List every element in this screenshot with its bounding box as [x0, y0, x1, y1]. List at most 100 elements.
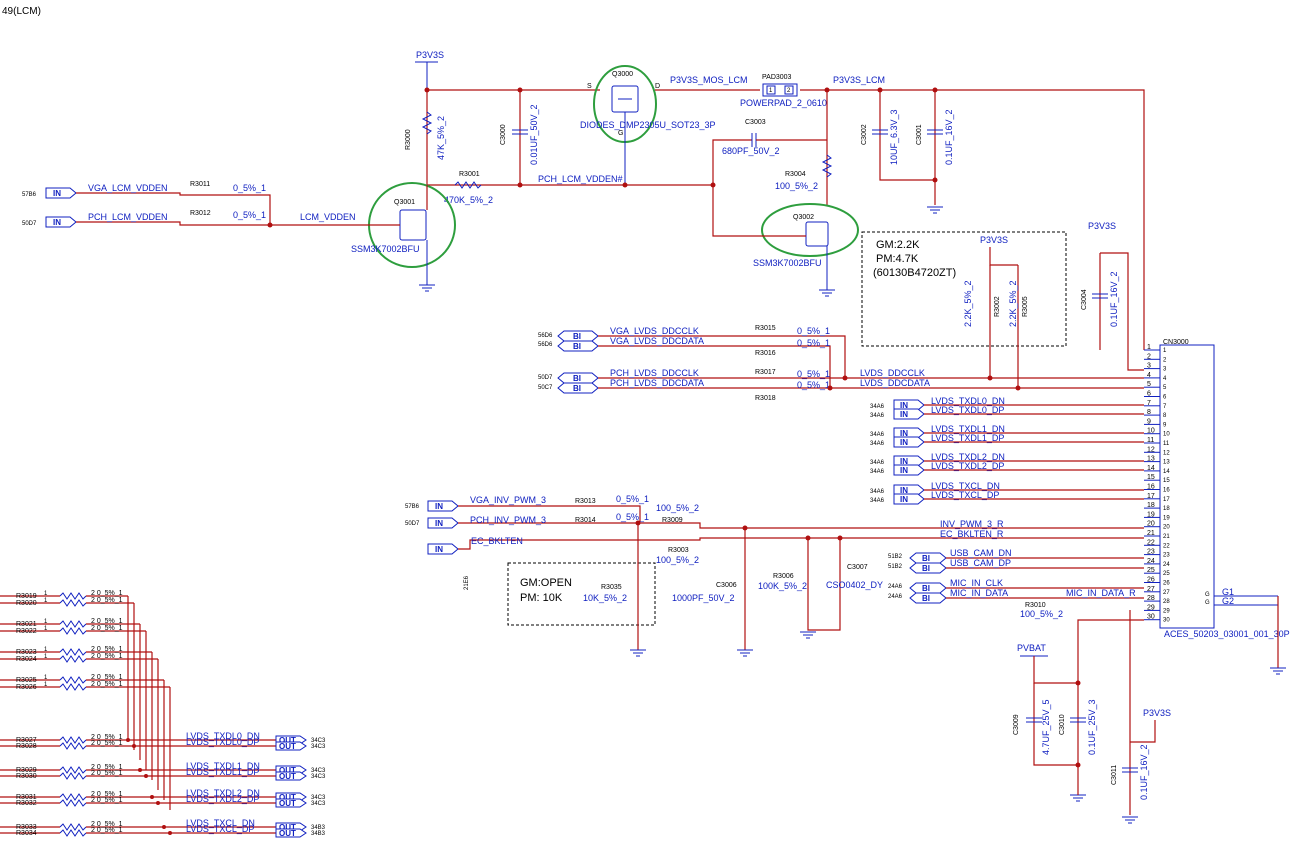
cn3000-pin-label: 8 — [1147, 409, 1151, 416]
lvds-in-net-label: LVDS_TXCL_DN — [931, 481, 1000, 491]
page-ref-usb-dp: 51B2 — [888, 564, 903, 570]
cn3000-pin-label: 18 — [1147, 502, 1155, 509]
lvds-out-ref: R3030 — [16, 773, 37, 780]
c3010-value: 0.1UF_25V_3 — [1087, 699, 1097, 755]
cn3000-pin-label: 15 — [1147, 474, 1155, 481]
jumper-row-value: 2 0_5%_1 — [91, 681, 123, 688]
net-lcm-vdden: LCM_VDDEN — [300, 212, 356, 222]
cn3000-pin-inner-label: 10 — [1163, 432, 1170, 438]
wire-c3011-rail — [1130, 720, 1156, 743]
usb-mic-section: 51B2 51B2 BI BI USB_CAM_DN USB_CAM_DP 24… — [888, 548, 1144, 619]
lvds-in-port-label: IN — [900, 495, 908, 504]
lvds-out-page-ref: 34C3 — [311, 801, 326, 807]
lvds-in-net-label: LVDS_TXDL0_DN — [931, 396, 1005, 406]
lvds-out-port-label: OUT — [279, 829, 296, 838]
net-pch-lcm-vdden-hash: PCH_LCM_VDDEN# — [538, 174, 623, 184]
jumper-row-resistor — [59, 655, 87, 663]
c3007-ref: C3007 — [847, 564, 868, 571]
jumper-row-pin1: 1 — [44, 682, 48, 688]
junction-r3002-bottom — [987, 375, 993, 381]
page-ref-ec-bklten: 21E6 — [464, 575, 470, 590]
cn3000-pin-label: 12 — [1147, 446, 1155, 453]
port-bi-mic-clk-label: BI — [922, 584, 930, 593]
r3035-value: 10K_5%_2 — [583, 593, 627, 603]
lvds-out-port-label: OUT — [279, 772, 296, 781]
junction-c3006 — [742, 525, 748, 531]
junction-pvbat — [1075, 680, 1081, 686]
lvds-out-junction — [126, 738, 130, 742]
lvds-in-page-ref: 34A6 — [870, 413, 885, 419]
junction-pvbat-gnd — [1075, 762, 1081, 768]
r3017-value: 0_5%_1 — [797, 369, 830, 379]
net-lvds-ddcdata: LVDS_DDCDATA — [860, 378, 930, 388]
lvds-out-resistor — [59, 772, 87, 780]
net-mic-in-data-r: MIC_IN_DATA_R — [1066, 588, 1136, 598]
cn3000-part: ACES_50203_03001_001_30P — [1164, 629, 1290, 639]
jumper-row-ref: R3022 — [16, 628, 37, 635]
lvds-out-net-label: LVDS_TXDL1_DN — [186, 761, 260, 771]
lvds-out-value: 2 0_5%_1 — [91, 740, 123, 747]
pvbat-label: PVBAT — [1017, 643, 1046, 653]
wire-r3006-c3007 — [807, 538, 841, 631]
r3001-ref: R3001 — [459, 171, 480, 178]
q3002-symbol — [805, 221, 829, 247]
lvds-out-resistor — [59, 829, 87, 837]
p3v3s-label-c3011: P3V3S — [1143, 708, 1171, 718]
port-bi-vga-ddcclk-label: BI — [573, 332, 581, 341]
cn3000-pin-label: 5 — [1147, 381, 1151, 388]
cn3000-pin-inner-label: 22 — [1163, 543, 1170, 549]
lvds-out-net-label: LVDS_TXDL2_DP — [186, 794, 259, 804]
lvds-in-port — [893, 484, 925, 496]
cn3000-pin-inner-label: 6 — [1163, 395, 1167, 401]
cn3000-pin-inner-label: 19 — [1163, 515, 1170, 521]
cn3000-pin-inner-label: 24 — [1163, 562, 1170, 568]
junction-r3004-top — [824, 87, 830, 93]
cn3000-pin-inner-label: 15 — [1163, 478, 1170, 484]
c3004-value: 0.1UF_16V_2 — [1109, 271, 1119, 327]
jumper-row-resistor — [59, 648, 87, 656]
note-part: (60130B4720ZT) — [873, 267, 956, 279]
cn3000-pin-label: 19 — [1147, 511, 1155, 518]
r3018-value: 0_5%_1 — [797, 380, 830, 390]
junction-q3000-gate — [622, 182, 628, 188]
lvds-out-resistor — [59, 736, 87, 744]
gm-open-note-box — [507, 562, 656, 626]
lvds-in-port — [893, 427, 925, 439]
cn3000-pin-label: 9 — [1147, 418, 1151, 425]
c3006-ref: C3006 — [716, 582, 737, 589]
cn3000-pin-inner-label: 8 — [1163, 413, 1167, 419]
jumper-row-ref: R3019 — [16, 593, 37, 600]
page-ref-pch-ddcclk: 50D7 — [538, 375, 553, 381]
r3001-symbol — [454, 181, 482, 189]
lvds-out-junction — [144, 774, 148, 778]
port-bi-mic-data-label: BI — [922, 594, 930, 603]
cn3000-pin-inner-label: 1 — [1163, 348, 1167, 354]
lvds-out-page-ref: 34C3 — [311, 774, 326, 780]
net-ec-bklten: EC_BKLTEN — [471, 536, 523, 546]
lvds-in-net-label: LVDS_TXDL2_DP — [931, 461, 1004, 471]
wire-c3004-rail — [1100, 252, 1144, 371]
lvds-out-port-label: OUT — [279, 799, 296, 808]
c3011-value: 0.1UF_16V_2 — [1139, 744, 1149, 800]
lvds-in-page-ref: 34A6 — [870, 441, 885, 447]
r3013-ref: R3013 — [575, 498, 596, 505]
q3000-s-label: S — [587, 83, 592, 90]
r3009-value: 100_5%_2 — [656, 503, 699, 513]
cn3000-pin-inner-label: 28 — [1163, 599, 1170, 605]
lvds-in-port-label: IN — [900, 429, 908, 438]
wire-ddc-pullup — [989, 247, 1018, 266]
wire-vga-lcm-vdden — [76, 192, 271, 225]
port-bi-usb-dn-label: BI — [922, 554, 930, 563]
port-bi-mic-data — [909, 592, 947, 604]
jumper-row-pin1: 1 — [44, 626, 48, 632]
r3009-ref: R3009 — [662, 517, 683, 524]
page-ref-mic-clk: 24A6 — [888, 584, 903, 590]
c3002-ref: C3002 — [861, 124, 868, 145]
net-pch-lcm-vdden: PCH_LCM_VDDEN — [88, 212, 168, 222]
cn3000-pin-label: 30 — [1147, 614, 1155, 621]
lvds-out-page-ref: 34B3 — [311, 831, 326, 837]
junction-cap-gnd — [932, 177, 938, 183]
lvds-in-port-label: IN — [900, 486, 908, 495]
net-usb-cam-dn: USB_CAM_DN — [950, 548, 1012, 558]
cn3000-pin-label: 28 — [1147, 595, 1155, 602]
